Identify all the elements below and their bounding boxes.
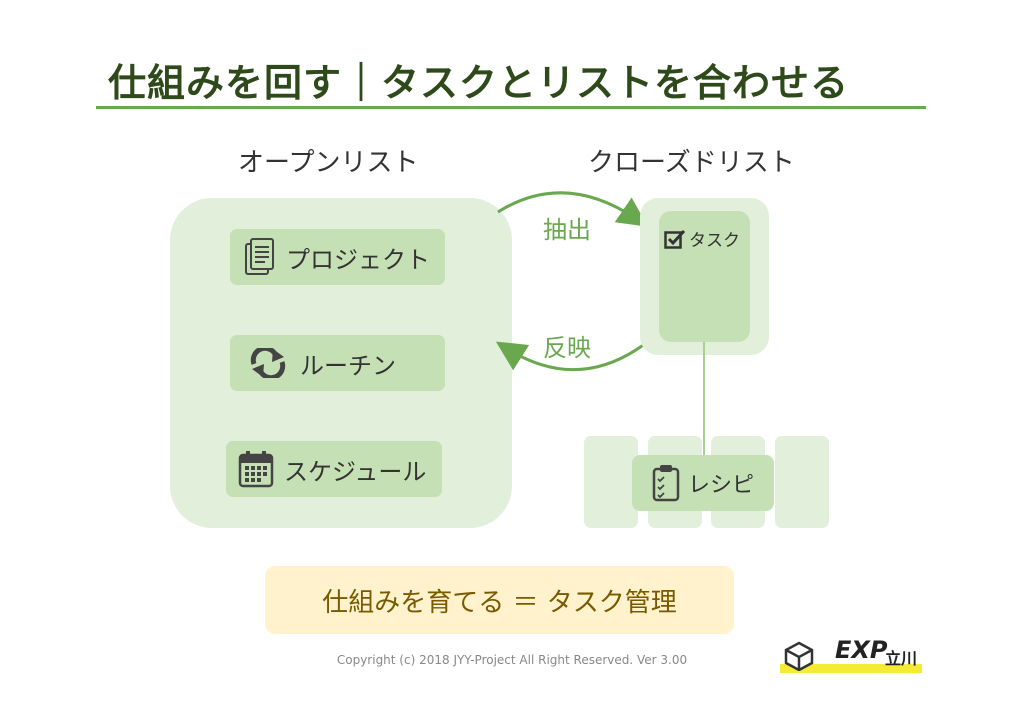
task-label: タスク — [689, 231, 740, 251]
connector-line — [703, 342, 705, 457]
open-list-item-label: スケジュール — [284, 457, 427, 486]
document-icon — [244, 238, 276, 276]
open-list-label: オープンリスト — [238, 148, 419, 178]
recipe-card: レシピ — [632, 455, 774, 511]
open-list-item-routine: ルーチン — [230, 335, 445, 391]
title-underline — [96, 106, 926, 109]
logo-city: 立川 — [885, 649, 918, 668]
extract-arrow — [497, 191, 648, 227]
page-title: 仕組みを回す｜タスクとリストを合わせる — [108, 61, 850, 105]
logo-text: EXP — [835, 636, 888, 664]
summary-box: 仕組みを育てる ＝ タスク管理 — [265, 566, 734, 634]
reflect-label: 反映 — [543, 334, 591, 362]
extract-label: 抽出 — [543, 216, 591, 244]
cube-icon — [784, 641, 814, 671]
recipe-label: レシピ — [687, 473, 754, 498]
task-label-row: タスク — [664, 226, 740, 251]
open-list-item-label: ルーチン — [300, 351, 396, 380]
clipboard-icon — [652, 464, 680, 502]
logo-underline — [780, 664, 922, 673]
checkbox-icon — [664, 229, 686, 249]
open-list-item-schedule: スケジュール — [226, 441, 442, 497]
recipe-tile — [584, 436, 638, 528]
copyright-text: Copyright (c) 2018 JYY-Project All Right… — [336, 653, 688, 667]
calendar-icon — [238, 450, 274, 488]
open-list-item-project: プロジェクト — [230, 229, 445, 285]
cycle-icon — [246, 348, 290, 378]
recipe-tile — [775, 436, 829, 528]
flow-arrows — [495, 191, 651, 372]
open-list-item-label: プロジェクト — [286, 245, 430, 274]
closed-list-label: クローズドリスト — [588, 148, 795, 178]
reflect-arrow — [495, 338, 651, 372]
